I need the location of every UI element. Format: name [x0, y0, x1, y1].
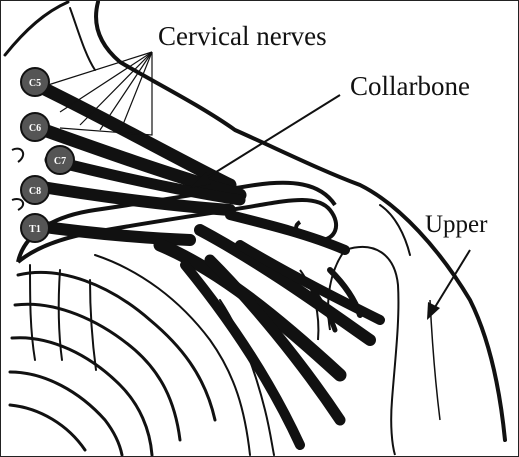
nerve-root-t1-label: T1 [29, 224, 41, 235]
nerve-root-c6: C6 [21, 113, 49, 141]
nerve-root-c7-label: C7 [54, 156, 66, 167]
upper-arrow [427, 250, 470, 320]
collarbone-arrow [190, 95, 340, 188]
nerve-root-c7: C7 [46, 146, 74, 174]
nerve-root-t1: T1 [21, 214, 49, 242]
nerve-loops [12, 149, 23, 210]
nerve-root-c8: C8 [21, 176, 49, 204]
nerve-root-c5-label: C5 [29, 78, 41, 89]
nerve-root-c6-label: C6 [29, 123, 41, 134]
nerve-root-c5: C5 [21, 68, 49, 96]
upper-label: Upper [425, 211, 488, 238]
collarbone-label: Collarbone [350, 71, 470, 101]
cervical-nerves-label: Cervical nerves [158, 21, 327, 51]
nerve-root-c8-label: C8 [29, 186, 41, 197]
